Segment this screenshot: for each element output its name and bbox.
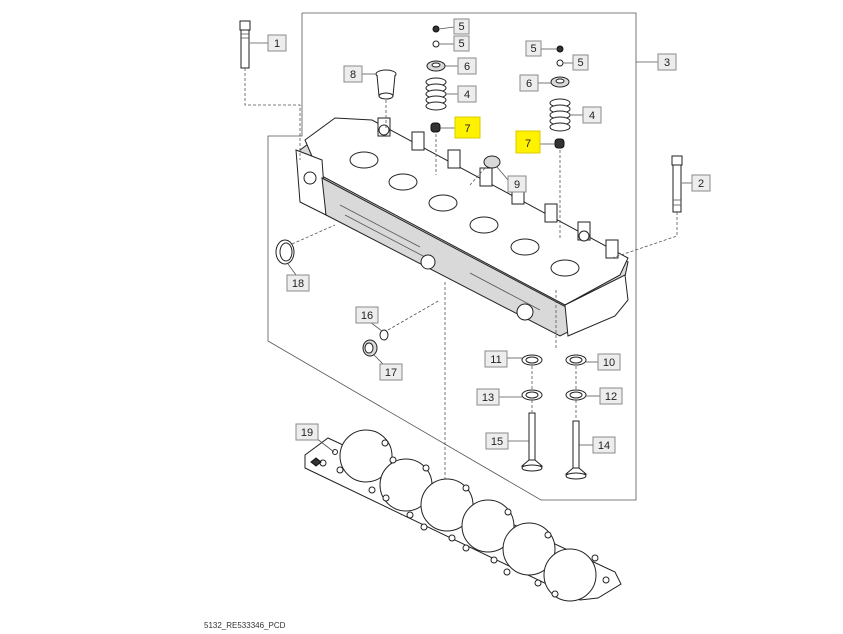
callout-12-label: 12 — [605, 391, 617, 403]
valve-spring-left — [425, 77, 447, 111]
callout-6-left-label: 6 — [464, 61, 470, 73]
callout-5-left-top[interactable]: 5 — [453, 18, 470, 35]
head-bolt-2 — [671, 155, 683, 213]
callout-5-right-top[interactable]: 5 — [525, 40, 542, 57]
callout-3-label: 3 — [664, 57, 670, 69]
callout-14-label: 14 — [598, 440, 610, 452]
callout-10[interactable]: 10 — [597, 353, 621, 371]
callout-7-right[interactable]: 7 — [515, 130, 541, 154]
callout-5-right-top-label: 5 — [530, 43, 536, 55]
callout-8-label: 8 — [350, 69, 356, 81]
valve-stack-left — [425, 25, 447, 133]
o-ring-18 — [275, 239, 295, 265]
callout-4-right-label: 4 — [589, 110, 595, 122]
expansion-plug — [483, 155, 501, 169]
injector-sleeve — [375, 69, 397, 100]
callout-4-left[interactable]: 4 — [457, 85, 477, 103]
callout-18[interactable]: 18 — [286, 274, 310, 292]
callout-7-right-label: 7 — [525, 138, 531, 150]
cylinder-head — [295, 117, 629, 337]
callout-4-left-label: 4 — [464, 89, 470, 101]
callout-1[interactable]: 1 — [267, 34, 287, 52]
callout-1-label: 1 — [274, 38, 280, 50]
callout-19[interactable]: 19 — [295, 423, 319, 441]
callout-12[interactable]: 12 — [599, 387, 623, 405]
valve-14 — [564, 420, 588, 480]
valve-seat-11 — [521, 354, 543, 366]
callout-4-right[interactable]: 4 — [582, 106, 602, 124]
callout-10-label: 10 — [603, 357, 615, 369]
callout-15-label: 15 — [491, 436, 503, 448]
callout-18-label: 18 — [292, 278, 304, 290]
valve-insert-13 — [521, 389, 543, 401]
callout-17[interactable]: 17 — [379, 363, 403, 381]
valve-seat-10 — [565, 354, 587, 366]
assembly-boundary — [267, 12, 637, 501]
callout-6-right-label: 6 — [526, 78, 532, 90]
valve-15 — [520, 412, 544, 472]
callout-2[interactable]: 2 — [691, 174, 711, 192]
head-bolt-1 — [239, 20, 251, 69]
callout-16[interactable]: 16 — [355, 306, 379, 324]
callout-5-right-bottom[interactable]: 5 — [572, 54, 589, 71]
callout-3[interactable]: 3 — [657, 53, 677, 71]
callout-8[interactable]: 8 — [343, 65, 363, 83]
callout-9[interactable]: 9 — [507, 175, 527, 193]
callout-9-label: 9 — [514, 179, 520, 191]
callout-11-label: 11 — [490, 354, 501, 366]
callout-7-left[interactable]: 7 — [454, 116, 481, 139]
callout-13-label: 13 — [482, 392, 494, 404]
valve-stack-right — [549, 45, 571, 149]
figure-code: 5132_RE533346_PCD — [204, 621, 286, 630]
callout-2-label: 2 — [698, 178, 704, 190]
callout-6-left[interactable]: 6 — [457, 57, 477, 75]
callout-5-left-bottom[interactable]: 5 — [453, 35, 470, 52]
head-gasket — [304, 429, 622, 602]
callout-5-left-bottom-label: 5 — [458, 38, 464, 50]
callout-11[interactable]: 11 — [484, 350, 508, 368]
callout-5-left-top-label: 5 — [458, 21, 464, 33]
callout-13[interactable]: 13 — [476, 388, 500, 406]
callout-15[interactable]: 15 — [485, 432, 509, 450]
valve-insert-12 — [565, 389, 587, 401]
gasket-holes — [319, 439, 610, 598]
plug-17 — [362, 339, 378, 357]
callout-7-left-label: 7 — [464, 123, 470, 135]
seal-16 — [379, 329, 389, 341]
callout-19-label: 19 — [301, 427, 313, 439]
callout-16-label: 16 — [361, 310, 373, 322]
callout-14[interactable]: 14 — [592, 436, 616, 454]
callout-6-right[interactable]: 6 — [519, 74, 539, 92]
callout-labels: 1 2 3 4 4 5 5 5 — [267, 18, 711, 454]
valve-spring-right — [549, 98, 571, 132]
callout-17-label: 17 — [385, 367, 397, 379]
callout-5-right-bottom-label: 5 — [577, 57, 583, 69]
